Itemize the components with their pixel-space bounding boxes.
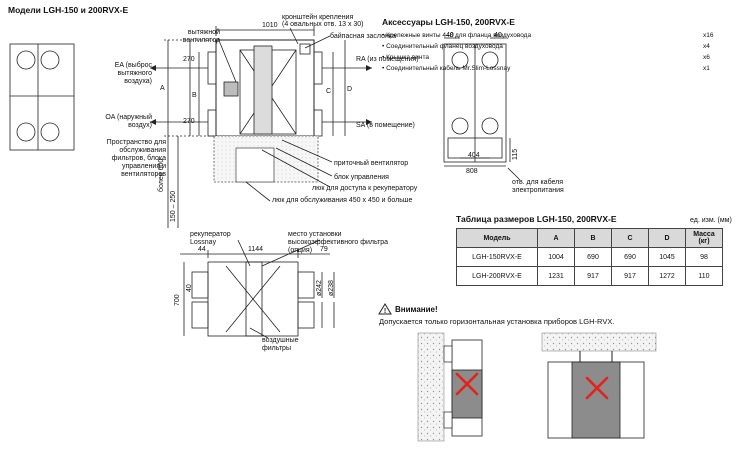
dim-600: более 600: [158, 158, 165, 192]
table-row: LGH-150RVX-E 1004 690 690 1045 98: [456, 247, 723, 267]
accessories-title: Аксессуары LGH-150, 200RVX-E: [382, 17, 515, 27]
label-bracket: кронштейн крепления: [282, 14, 354, 21]
acc-dim-808: 808: [466, 168, 478, 175]
label-hatch-service: люк для обслуживания 450 x 450 и больше: [272, 197, 413, 204]
accessory-qty: x4: [703, 43, 710, 50]
table-header-row: Модель A B C D Масса (кг): [456, 228, 723, 248]
table-header: D: [648, 228, 686, 248]
table-cell: 1045: [648, 247, 686, 267]
accessory-qty: x1: [703, 65, 710, 72]
left-title: Модели LGH-150 и 200RVX-E: [8, 5, 129, 15]
table-cell: 690: [611, 247, 649, 267]
table-header: B: [574, 228, 612, 248]
label-recuperator: рекуператор Lossnay: [190, 231, 231, 246]
dim-238: ø238: [328, 280, 335, 296]
label-exhaust-fan: вытяжной вентилятор: [182, 29, 220, 44]
table-cell: 690: [574, 247, 612, 267]
dimension-table: Модель A B C D Масса (кг) LGH-150RVX-E 1…: [456, 228, 723, 286]
dim-c: C: [326, 88, 332, 95]
dim-242: ø242: [316, 280, 323, 296]
label-hatch-recuperator: люк для доступа к рекуператору: [312, 185, 418, 192]
table-cell: LGH-200RVX-E: [456, 266, 538, 286]
label-oa: OA (наружный воздух): [105, 114, 152, 129]
label-sa: SA (в помещение): [356, 122, 415, 129]
accessory-item: • Крепежные винты 4–8 для фланца воздухо…: [382, 32, 532, 39]
label-bypass: байпасная заслонка: [330, 33, 396, 40]
label-ra: RA (из помещения): [356, 56, 419, 63]
table-header: C: [611, 228, 649, 248]
table-unit: ед. изм. (мм): [690, 217, 732, 224]
table-cell: 917: [574, 266, 612, 286]
svg-text:!: !: [384, 308, 386, 315]
label-bracket-holes: (4 овальных отв. 13 x 30): [282, 21, 364, 28]
accessory-front-view: [443, 37, 521, 181]
acc-dim-115: 115: [512, 148, 519, 160]
table-cell: 110: [685, 266, 723, 286]
arrows: [150, 65, 372, 125]
accessory-item: • Крышка винта: [382, 54, 429, 61]
dim-270-top: 270: [183, 56, 195, 63]
dim-79: 79: [320, 246, 328, 253]
table-header: A: [537, 228, 575, 248]
side-elevation: [180, 239, 335, 339]
warning-title: Внимание!: [395, 305, 438, 314]
dim-d: D: [347, 86, 353, 93]
acc-dim-404: 404: [468, 152, 480, 159]
label-hepa-place: место установки высокоэффективного фильт…: [288, 231, 389, 254]
dim-150-250: 150 – 250: [170, 190, 177, 222]
accessory-qty: x16: [703, 32, 714, 39]
table-cell: 1272: [648, 266, 686, 286]
dim-700: 700: [174, 294, 181, 306]
table-row: LGH-200RVX-E 1231 917 917 1272 110: [456, 266, 723, 286]
table-cell: 1231: [537, 266, 575, 286]
acc-dim-40-left: 40: [446, 32, 454, 39]
table-cell: 1004: [537, 247, 575, 267]
dim-1010: 1010: [262, 22, 278, 29]
warning-illustration: !: [378, 303, 657, 442]
dim-b: B: [192, 92, 197, 99]
table-header: Масса (кг): [685, 228, 723, 248]
dim-a: A: [160, 85, 165, 92]
label-supply-fan: приточный вентилятор: [334, 160, 409, 167]
label-service-space: Пространство для обслуживания фильтров, …: [106, 139, 166, 178]
table-cell: 917: [611, 266, 649, 286]
dim-40: 40: [186, 284, 193, 292]
dim-270-bottom: 270: [183, 118, 195, 125]
warning-text: Допускается только горизонтальная устано…: [379, 317, 615, 326]
table-header: Модель: [456, 228, 538, 248]
table-cell: LGH-150RVX-E: [456, 247, 538, 267]
accessory-item: • Соединительный кабель Mr.Slim-Lossnay: [382, 65, 511, 72]
main-unit-plan: [150, 26, 372, 228]
accessory-item: • Соединительный фланец воздуховода: [382, 43, 503, 50]
label-cable-hole: отв. для кабеля электропитания: [512, 179, 564, 194]
label-ea: EA (выброс вытяжного воздуха): [114, 62, 152, 85]
accessory-qty: x6: [703, 54, 710, 61]
label-air-filters: воздушные фильтры: [262, 337, 299, 352]
table-title: Таблица размеров LGH-150, 200RVX-E: [456, 214, 617, 224]
dim-1144: 1144: [248, 246, 264, 253]
dim-44: 44: [198, 246, 206, 253]
acc-dim-40-right: 40: [494, 32, 502, 39]
table-cell: 98: [685, 247, 723, 267]
front-view-left: [9, 43, 75, 151]
label-control-block: блок управления: [334, 174, 389, 181]
